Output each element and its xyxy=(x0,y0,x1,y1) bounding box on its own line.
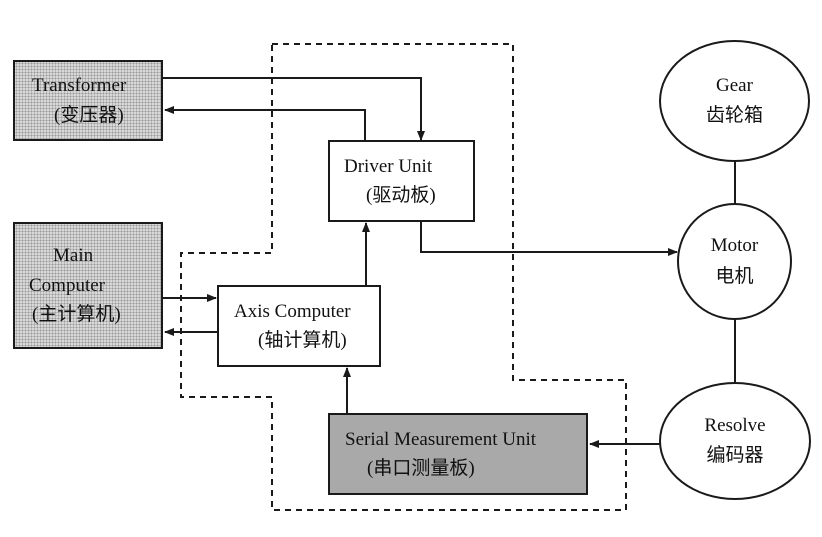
resolve-circle: Resolve 编码器 xyxy=(659,382,811,500)
driver-unit-label: Driver Unit xyxy=(344,155,433,177)
resolve-sublabel: 编码器 xyxy=(706,445,764,466)
driver-unit-box: Driver Unit (驱动板) xyxy=(328,140,475,222)
transformer-box: Transformer (变压器) xyxy=(13,60,163,141)
motor-sublabel: 电机 xyxy=(715,265,754,287)
axis-computer-label: Axis Computer xyxy=(234,300,351,322)
serial-measurement-unit-sublabel: (串口测量板) xyxy=(367,458,475,479)
transformer-sublabel: (变压器) xyxy=(54,104,124,126)
arrow-transformer-to-driver xyxy=(162,77,425,141)
driver-unit-sublabel: (驱动板) xyxy=(366,185,436,206)
gear-sublabel: 齿轮箱 xyxy=(705,105,763,126)
arrow-driver-to-transformer xyxy=(164,106,366,140)
transformer-label: Transformer xyxy=(32,75,127,97)
main-computer-label-line1: Main xyxy=(53,245,94,267)
axis-computer-box: Axis Computer (轴计算机) xyxy=(217,285,381,367)
serial-measurement-unit-box: Serial Measurement Unit (串口测量板) xyxy=(328,413,588,495)
motor-label: Motor xyxy=(710,235,759,257)
resolve-label: Resolve xyxy=(704,414,766,436)
main-computer-box: Main Computer (主计算机) xyxy=(13,222,163,349)
axis-computer-sublabel: (轴计算机) xyxy=(258,330,347,351)
motor-circle: Motor 电机 xyxy=(677,203,792,320)
gear-label: Gear xyxy=(716,74,753,96)
gear-circle: Gear 齿轮箱 xyxy=(659,40,810,162)
arrow-driver-to-motor xyxy=(420,222,678,256)
serial-measurement-unit-label: Serial Measurement Unit xyxy=(345,428,537,450)
main-computer-label-line2: Computer xyxy=(29,274,105,296)
dashed-boundary xyxy=(180,43,627,511)
main-computer-sublabel: (主计算机) xyxy=(32,304,121,326)
